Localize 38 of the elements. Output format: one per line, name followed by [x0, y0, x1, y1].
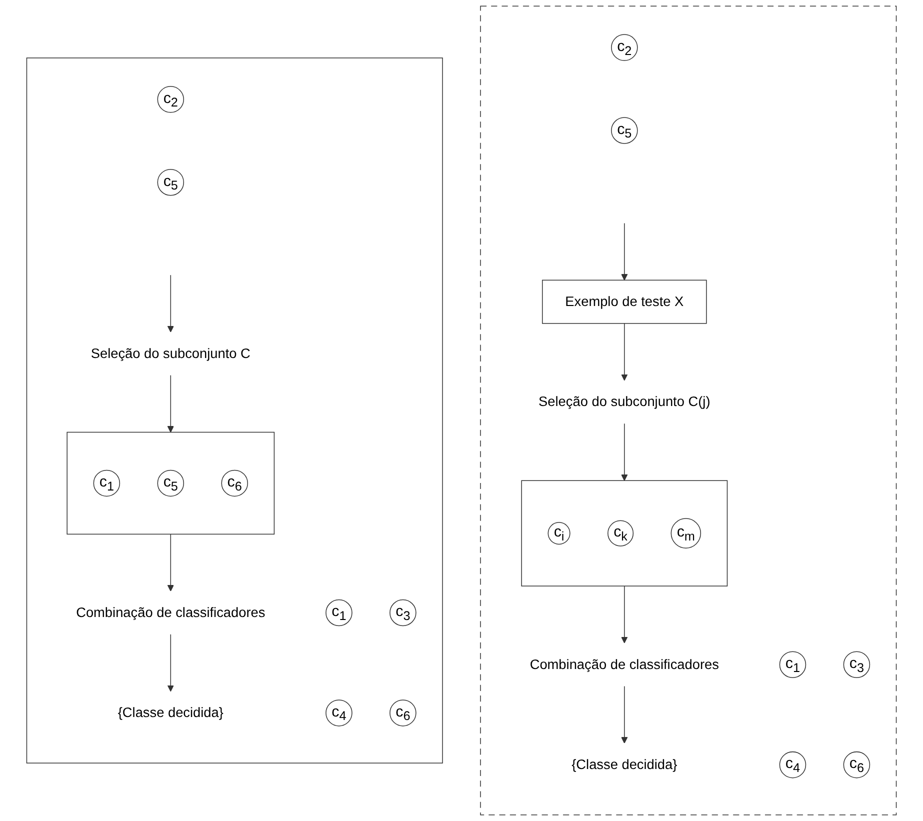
node-circle: c$_{2}$ — [157, 86, 184, 113]
node-circle: c$_{3}$ — [843, 651, 870, 678]
node-text: Seleção do subconjunto C — [90, 346, 250, 361]
node-circle: c$_{1}$ — [326, 599, 352, 626]
cluster — [26, 58, 443, 764]
arrow — [621, 222, 628, 280]
node-text: {Classe decidida} — [572, 756, 678, 772]
cluster — [480, 6, 897, 816]
node-text: Combinação de classificadores — [530, 656, 719, 672]
arrow — [167, 274, 174, 332]
node-circle: c$_{2}$ — [611, 34, 638, 61]
node-text: Seleção do subconjunto C(j) — [538, 394, 710, 410]
node-text: {Classe decidida} — [118, 704, 224, 720]
arrow — [621, 686, 628, 744]
arrow — [621, 586, 628, 644]
node-circle: c$_{k}$ — [608, 520, 634, 546]
node-circle: c$_{6}$ — [843, 751, 870, 778]
arrow — [621, 423, 628, 481]
node-circle: c$_{5}$ — [157, 470, 184, 497]
arrow — [167, 534, 174, 592]
node-circle: c$_{1}$ — [93, 470, 120, 497]
node-text: Combinação de classificadores — [76, 604, 266, 620]
cluster — [521, 480, 728, 586]
cluster — [66, 432, 275, 535]
node-circle: c$_{6}$ — [390, 700, 416, 726]
node-circle: c$_{1}$ — [779, 651, 806, 678]
node-circle: c$_{i}$ — [548, 522, 570, 545]
arrow — [621, 323, 628, 381]
node-circle: c$_{m}$ — [670, 518, 702, 548]
node-box: Exemplo de teste X — [542, 280, 707, 324]
arrow — [167, 374, 174, 433]
node-circle: c$_{4}$ — [779, 751, 806, 778]
arrow — [167, 634, 174, 692]
node-circle: c$_{3}$ — [390, 599, 416, 626]
node-circle: c$_{6}$ — [221, 470, 248, 497]
node-circle: c$_{4}$ — [326, 700, 352, 726]
node-circle: c$_{5}$ — [611, 117, 638, 144]
node-circle: c$_{5}$ — [157, 168, 184, 196]
